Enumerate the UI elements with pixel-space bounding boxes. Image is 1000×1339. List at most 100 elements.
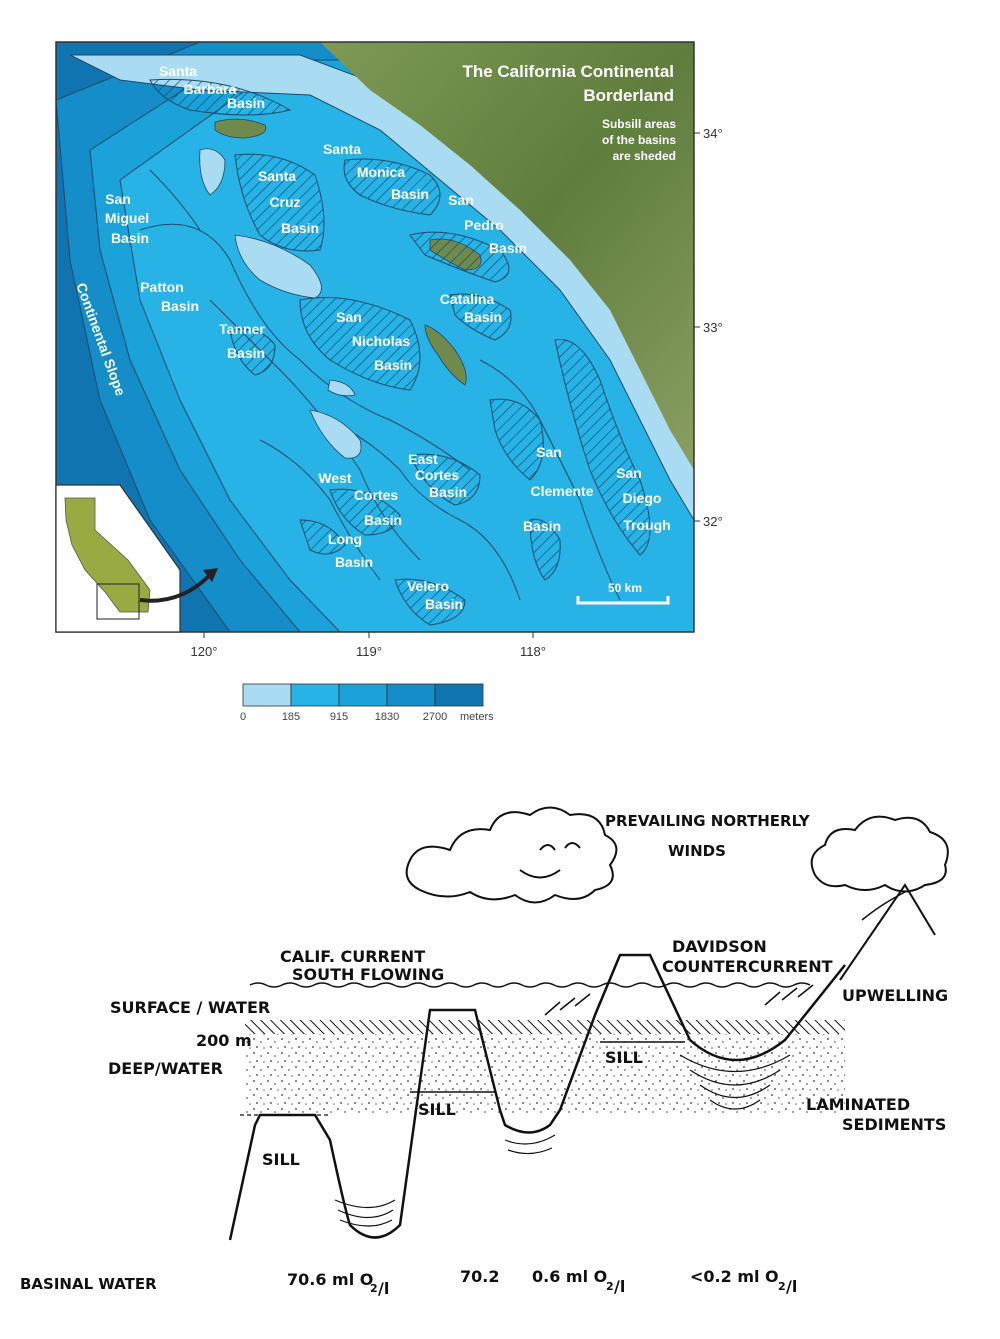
lat-tick-34: 34° bbox=[703, 126, 723, 141]
o2-value-4-text: <0.2 ml O bbox=[690, 1267, 779, 1286]
lon-tick-119: 119° bbox=[356, 644, 382, 659]
legend-value-2700: 2700 bbox=[423, 711, 447, 723]
san-clemente-basin-label-line2: Clemente bbox=[530, 483, 593, 499]
o2-value-1: 70.6 ml O 2 /l bbox=[287, 1270, 389, 1298]
san-miguel-basin-label-line2: Miguel bbox=[105, 210, 149, 226]
o2-value-3: 0.6 ml O 2 /l bbox=[532, 1267, 625, 1296]
o2-value-1-per: /l bbox=[378, 1279, 389, 1298]
laminated-line1: LAMINATED bbox=[806, 1095, 910, 1114]
o2-value-1-text: 70.6 ml O bbox=[287, 1270, 373, 1289]
santa-monica-basin-label-line2: Monica bbox=[357, 164, 405, 180]
catalina-basin-label-line1: Catalina bbox=[440, 291, 495, 307]
sea-surface bbox=[249, 982, 811, 988]
santa-barbara-basin-label-line2: Barbara bbox=[184, 81, 237, 97]
deep-water-label: DEEP/WATER bbox=[108, 1059, 223, 1078]
san-clemente-basin-label-line1: San bbox=[536, 444, 562, 460]
san-nicholas-basin-label-line2: Nicholas bbox=[352, 333, 411, 349]
wind-arrow bbox=[861, 891, 906, 921]
lon-tick-118: 118° bbox=[520, 644, 546, 659]
santa-cruz-basin-label-line1: Santa bbox=[258, 168, 296, 184]
velero-basin-label-line1: Velero bbox=[407, 578, 449, 594]
winds-label-line1: PREVAILING NORTHERLY bbox=[605, 812, 811, 830]
lon-ticks: 120° 119° 118° bbox=[191, 632, 546, 659]
patton-basin-label-line2: Basin bbox=[161, 298, 199, 314]
upwelling-arrows bbox=[544, 984, 814, 1016]
map-note-line3: are sheded bbox=[613, 149, 676, 163]
santa-cruz-basin-label-line3: Basin bbox=[281, 220, 319, 236]
san-pedro-basin-label-line2: Pedro bbox=[464, 217, 504, 233]
depth-200m-label: 200 m bbox=[196, 1031, 252, 1050]
san-diego-trough-label-line1: San bbox=[616, 465, 642, 481]
calif-current-line2: SOUTH FLOWING bbox=[292, 965, 444, 984]
seafloor-profile bbox=[228, 953, 846, 1241]
west-cortes-basin-label-line1: West bbox=[318, 470, 352, 486]
davidson-line1: DAVIDSON bbox=[672, 937, 767, 956]
east-cortes-basin-label-line1: East bbox=[408, 451, 438, 467]
tanner-basin-label-line1: Tanner bbox=[219, 321, 265, 337]
o2-value-4-per: /l bbox=[786, 1277, 797, 1296]
san-clemente-island bbox=[424, 324, 467, 386]
san-diego-trough-label-line2: Diego bbox=[623, 490, 662, 506]
cloud-left bbox=[405, 806, 618, 904]
o2-value-2: 70.2 bbox=[460, 1267, 499, 1286]
basinal-water-label: BASINAL WATER bbox=[20, 1275, 157, 1293]
long-basin-label-line1: Long bbox=[328, 531, 362, 547]
santa-rosa-island bbox=[214, 118, 267, 139]
o2-value-4-sub: 2 bbox=[778, 1280, 786, 1293]
legend-value-0: 0 bbox=[240, 711, 246, 723]
san-clemente-basin-label-line3: Basin bbox=[523, 518, 561, 534]
coastal-mountain bbox=[839, 883, 936, 981]
winds-label-line2: WINDS bbox=[668, 842, 726, 860]
west-cortes-basin-label-line2: Cortes bbox=[354, 487, 399, 503]
san-pedro-basin-label-line1: San bbox=[448, 192, 474, 208]
legend-unit: meters bbox=[460, 711, 494, 723]
san-nicholas-basin-label-line3: Basin bbox=[374, 357, 412, 373]
lat-ticks: 34° 33° 32° bbox=[694, 126, 723, 529]
lat-tick-32: 32° bbox=[703, 514, 723, 529]
san-nicholas-basin-label-line1: San bbox=[336, 309, 362, 325]
depth-legend: 0 185 915 1830 2700 meters bbox=[240, 683, 494, 723]
davidson-line2: COUNTERCURRENT bbox=[662, 957, 833, 976]
east-cortes-basin-label-line2: Cortes bbox=[415, 467, 460, 483]
inset-arrow bbox=[139, 573, 212, 603]
catalina-basin-label-line2: Basin bbox=[464, 309, 502, 325]
scale-label: 50 km bbox=[608, 581, 642, 595]
deep-water-stipple bbox=[245, 1034, 845, 1114]
surface-water-label: SURFACE / WATER bbox=[110, 998, 270, 1017]
map-note-line2: of the basins bbox=[602, 133, 676, 147]
inset-locator-box bbox=[96, 583, 140, 620]
santa-monica-basin-label-line1: Santa bbox=[323, 141, 361, 157]
west-cortes-basin-label-line3: Basin bbox=[364, 512, 402, 528]
basin-cross-section-diagram: PREVAILING NORTHERLY WINDS CALIF. CURREN… bbox=[20, 806, 949, 1298]
lat-tick-33: 33° bbox=[703, 320, 723, 335]
santa-cruz-basin-label-line2: Cruz bbox=[269, 194, 300, 210]
sill-label-3: SILL bbox=[605, 1048, 643, 1067]
santa-monica-basin-label-line3: Basin bbox=[391, 186, 429, 202]
san-miguel-basin-label-line1: San bbox=[105, 191, 131, 207]
o2-value-4: <0.2 ml O 2 /l bbox=[690, 1267, 797, 1296]
sill-label-1: SILL bbox=[262, 1150, 300, 1169]
lon-tick-120: 120° bbox=[191, 644, 218, 659]
subsill-areas bbox=[149, 78, 651, 626]
legend-value-185: 185 bbox=[282, 711, 300, 723]
legend-value-1830: 1830 bbox=[375, 711, 399, 723]
california-inset bbox=[55, 484, 218, 633]
california-land bbox=[320, 42, 694, 470]
santa-barbara-basin-label-line1: Santa bbox=[159, 63, 197, 79]
map-frame bbox=[55, 41, 695, 633]
cloud-right bbox=[810, 815, 949, 893]
san-pedro-basin-label-line3: Basin bbox=[489, 240, 527, 256]
basin-sediment-layers bbox=[334, 1054, 791, 1227]
legend-value-915: 915 bbox=[330, 711, 348, 723]
o2-value-3-sub: 2 bbox=[606, 1280, 614, 1293]
scale-bar bbox=[576, 596, 670, 605]
santa-barbara-shelf bbox=[199, 148, 226, 196]
east-cortes-basin-label-line3: Basin bbox=[429, 484, 467, 500]
o2-value-3-text: 0.6 ml O bbox=[532, 1267, 607, 1286]
calif-current-line1: CALIF. CURRENT bbox=[280, 947, 425, 966]
patton-basin-label-line1: Patton bbox=[140, 279, 184, 295]
o2-value-3-per: /l bbox=[614, 1277, 625, 1296]
thermocline-band bbox=[245, 1020, 845, 1034]
san-miguel-basin-label-line3: Basin bbox=[111, 230, 149, 246]
